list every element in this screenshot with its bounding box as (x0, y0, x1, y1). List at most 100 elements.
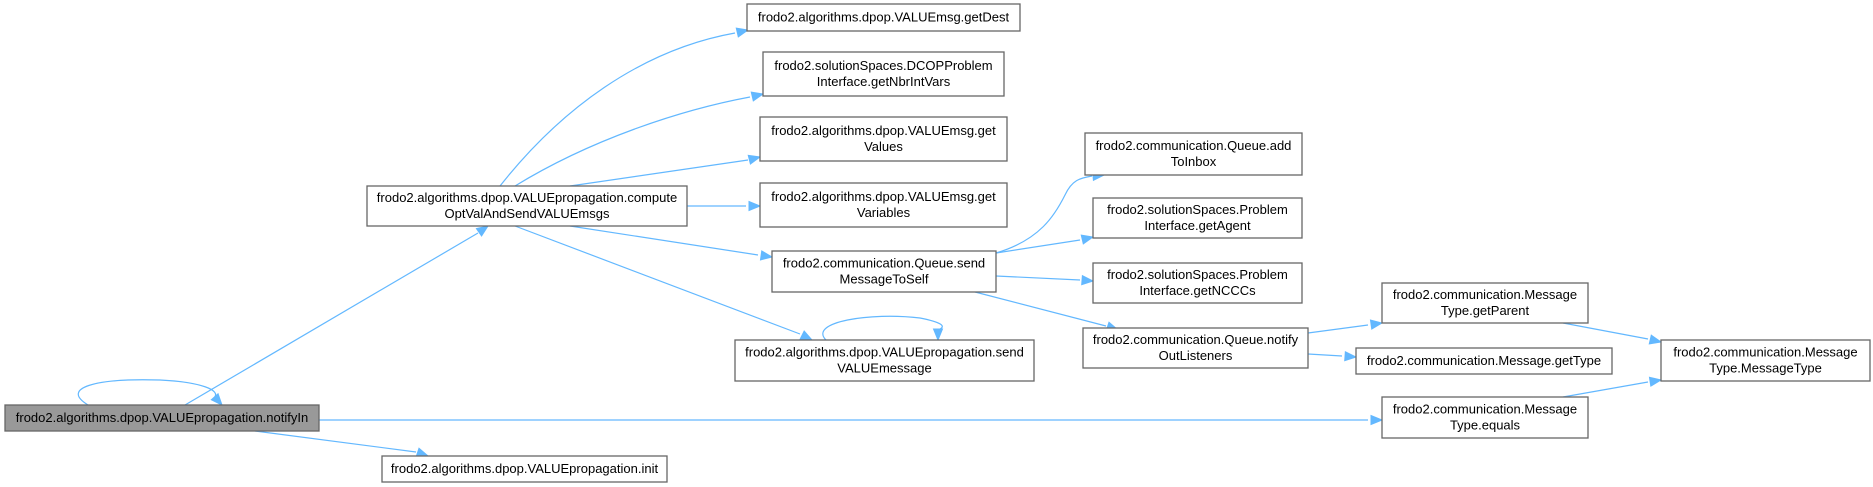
arrowhead-icon (750, 91, 765, 102)
node-box[interactable] (1381, 282, 1589, 324)
node-label: frodo2.communication.Message (1673, 345, 1857, 360)
edge-line (995, 175, 1093, 254)
node-label: frodo2.communication.Queue.send (783, 256, 985, 271)
node-label: Variables (857, 205, 911, 220)
arrowhead-icon (1081, 274, 1095, 286)
edge-line (254, 430, 417, 453)
node-label: Type.getParent (1441, 303, 1530, 318)
edge-sendMessageToSelf-to-getAgent (995, 234, 1095, 254)
node-label: frodo2.communication.Queue.notify (1093, 332, 1299, 347)
node-sendVALUEmessage[interactable]: frodo2.algorithms.dpop.VALUEpropagation.… (734, 339, 1035, 382)
edge-line (1562, 322, 1649, 340)
edge-line (995, 275, 1081, 281)
arrowhead-icon (1344, 350, 1358, 362)
node-label: Interface.getAgent (1144, 218, 1251, 233)
node-label: frodo2.communication.Queue.add (1096, 138, 1292, 153)
node-box[interactable] (1355, 347, 1613, 375)
node-box[interactable] (366, 185, 688, 227)
node-box[interactable] (1381, 396, 1589, 439)
edge-notifyIn-to-compute (184, 225, 490, 406)
node-label: frodo2.solutionSpaces.DCOPProblem (774, 58, 992, 73)
edge-notifyIn-to-notifyIn (77, 379, 223, 406)
node-box[interactable] (4, 404, 320, 432)
node-label: Type.MessageType (1709, 361, 1822, 376)
edge-line (77, 379, 217, 406)
edge-notifyIn-to-init (254, 430, 430, 458)
node-label: OptValAndSendVALUEmsgs (445, 206, 610, 221)
node-box[interactable] (759, 116, 1008, 162)
edge-line (822, 315, 943, 341)
node-notifyIn[interactable]: frodo2.algorithms.dpop.VALUEpropagation.… (4, 404, 320, 432)
edge-equals-to-MessageType (1562, 376, 1663, 398)
node-label: OutListeners (1159, 348, 1233, 363)
node-box[interactable] (1660, 339, 1871, 382)
node-box[interactable] (1082, 327, 1309, 369)
arrowhead-icon (747, 154, 762, 165)
node-getNCCCs[interactable]: frodo2.solutionSpaces.ProblemInterface.g… (1092, 262, 1303, 304)
arrowhead-icon (1369, 319, 1384, 330)
node-getValues[interactable]: frodo2.algorithms.dpop.VALUEmsg.getValue… (759, 116, 1008, 162)
edge-line (569, 159, 749, 187)
edge-sendMessageToSelf-to-getNCCCs (995, 274, 1095, 286)
edge-compute-to-sendMessageToSelf (569, 225, 774, 261)
node-MessageType[interactable]: frodo2.communication.MessageType.Message… (1660, 339, 1871, 382)
node-sendMessageToSelf[interactable]: frodo2.communication.Queue.sendMessageTo… (771, 250, 997, 293)
node-label: frodo2.algorithms.dpop.VALUEpropagation.… (16, 410, 308, 425)
node-equals[interactable]: frodo2.communication.MessageType.equals (1381, 396, 1589, 439)
node-getNbrIntVars[interactable]: frodo2.solutionSpaces.DCOPProblemInterfa… (762, 51, 1005, 97)
node-box[interactable] (734, 339, 1035, 382)
node-compute[interactable]: frodo2.algorithms.dpop.VALUEpropagation.… (366, 185, 688, 227)
arrowhead-icon (748, 200, 762, 212)
arrowhead-icon (932, 328, 944, 342)
node-label: Interface.getNCCCs (1139, 283, 1256, 298)
edge-getParent-to-MessageType (1562, 322, 1663, 345)
edge-compute-to-sendVALUEmessage (514, 225, 814, 341)
edges-layer (77, 27, 1663, 458)
edge-compute-to-getDest (499, 27, 750, 187)
node-label: frodo2.algorithms.dpop.VALUEmsg.get (771, 189, 996, 204)
node-box[interactable] (762, 51, 1005, 97)
arrowhead-icon (735, 27, 750, 38)
edge-line (1307, 353, 1343, 357)
node-box[interactable] (1092, 197, 1303, 239)
node-init[interactable]: frodo2.algorithms.dpop.VALUEpropagation.… (381, 455, 668, 483)
node-getAgent[interactable]: frodo2.solutionSpaces.ProblemInterface.g… (1092, 197, 1303, 239)
edge-compute-to-getValues (569, 154, 762, 187)
node-label: Type.equals (1450, 418, 1521, 433)
node-box[interactable] (381, 455, 668, 483)
node-label: VALUEmessage (837, 361, 931, 376)
edge-line (514, 225, 801, 335)
node-label: frodo2.algorithms.dpop.VALUEpropagation.… (391, 461, 659, 476)
node-box[interactable] (1092, 262, 1303, 304)
node-box[interactable] (746, 3, 1021, 32)
node-box[interactable] (759, 182, 1008, 228)
node-getDest[interactable]: frodo2.algorithms.dpop.VALUEmsg.getDest (746, 3, 1021, 32)
node-label: frodo2.algorithms.dpop.VALUEmsg.get (771, 123, 996, 138)
node-label: Values (864, 139, 903, 154)
nodes-layer: frodo2.algorithms.dpop.VALUEpropagation.… (4, 3, 1871, 483)
arrowhead-icon (475, 225, 490, 237)
edge-sendVALUEmessage-to-sendVALUEmessage (822, 315, 944, 342)
edge-line (995, 239, 1081, 254)
node-getParent[interactable]: frodo2.communication.MessageType.getPare… (1381, 282, 1589, 324)
arrowhead-icon (1370, 414, 1384, 426)
arrowhead-icon (1648, 376, 1663, 387)
node-box[interactable] (771, 250, 997, 293)
node-label: frodo2.communication.Message (1393, 287, 1577, 302)
arrowhead-icon (1648, 334, 1663, 345)
node-notifyOutListeners[interactable]: frodo2.communication.Queue.notifyOutList… (1082, 327, 1309, 369)
node-label: frodo2.algorithms.dpop.VALUEpropagation.… (745, 345, 1024, 360)
node-box[interactable] (1084, 132, 1303, 176)
arrowhead-icon (210, 392, 223, 406)
node-label: frodo2.algorithms.dpop.VALUEpropagation.… (377, 190, 677, 205)
edge-line (1562, 381, 1649, 398)
edge-notifyOutListeners-to-getParent (1307, 319, 1384, 334)
node-getType[interactable]: frodo2.communication.Message.getType (1355, 347, 1613, 375)
edge-line (184, 232, 479, 406)
edge-notifyIn-to-equals (319, 414, 1384, 426)
node-getVariables[interactable]: frodo2.algorithms.dpop.VALUEmsg.getVaria… (759, 182, 1008, 228)
node-label: frodo2.solutionSpaces.Problem (1107, 267, 1288, 282)
edge-line (974, 291, 1107, 327)
